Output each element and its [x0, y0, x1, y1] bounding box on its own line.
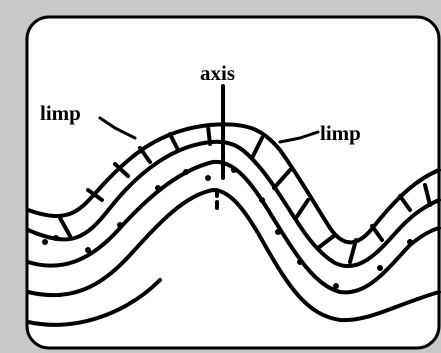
second-bed-boundary [26, 139, 441, 269]
top-bed-boundary [26, 122, 441, 245]
bottom-bed-boundary [26, 188, 441, 323]
right-limb-label: limp [320, 121, 361, 145]
right-limb-leader [278, 130, 320, 144]
axis-label: axis [200, 61, 235, 85]
top-layer-blocks [58, 124, 432, 264]
left-limb-label: limp [40, 101, 81, 125]
layer-dots [42, 167, 413, 289]
left-limb-leader [98, 116, 137, 140]
lowest-bed-boundary [26, 278, 162, 327]
fold-layers [26, 84, 441, 327]
third-bed-boundary [26, 159, 441, 295]
